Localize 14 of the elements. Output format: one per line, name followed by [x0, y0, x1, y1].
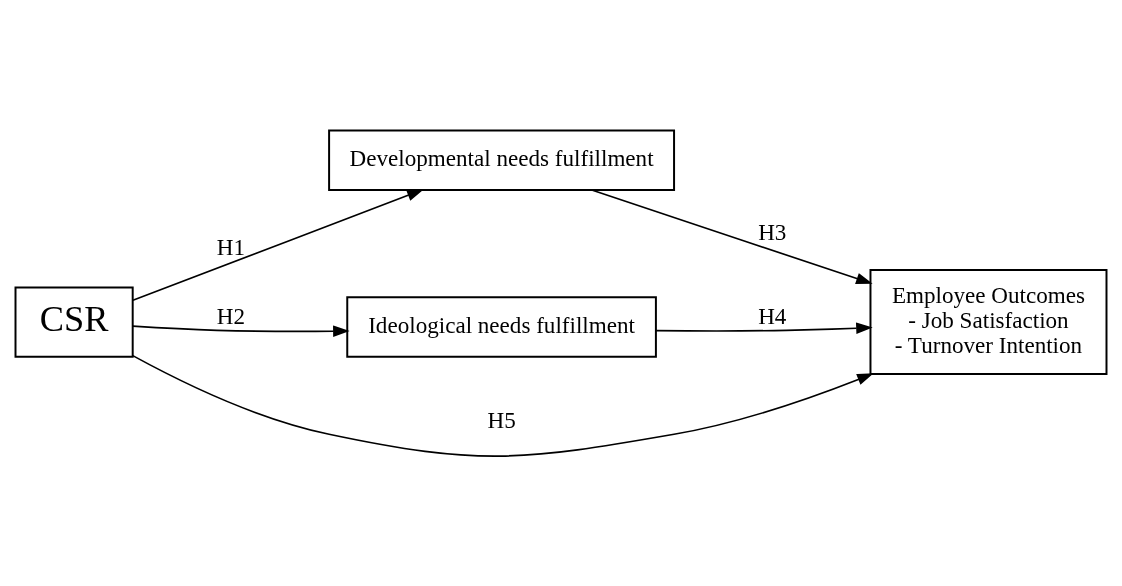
edge-label: H2 [216, 302, 246, 329]
edge-label: H5 [487, 406, 516, 433]
edge-label: H3 [758, 218, 787, 245]
arrow [591, 188, 873, 284]
node-box: Employee Outcomes - Job Satisfaction - Turnover Intention [869, 268, 1108, 375]
arrow [131, 354, 874, 457]
node-box: Developmental needs fulfillment [328, 129, 676, 191]
edge-label: H4 [758, 302, 787, 329]
arrow [131, 324, 350, 337]
arrow [132, 188, 424, 301]
arrow [655, 321, 873, 334]
node-box: CSR [14, 285, 134, 358]
edge-label: H1 [216, 233, 246, 260]
node-box: Ideological needs fulfillment [346, 295, 657, 358]
